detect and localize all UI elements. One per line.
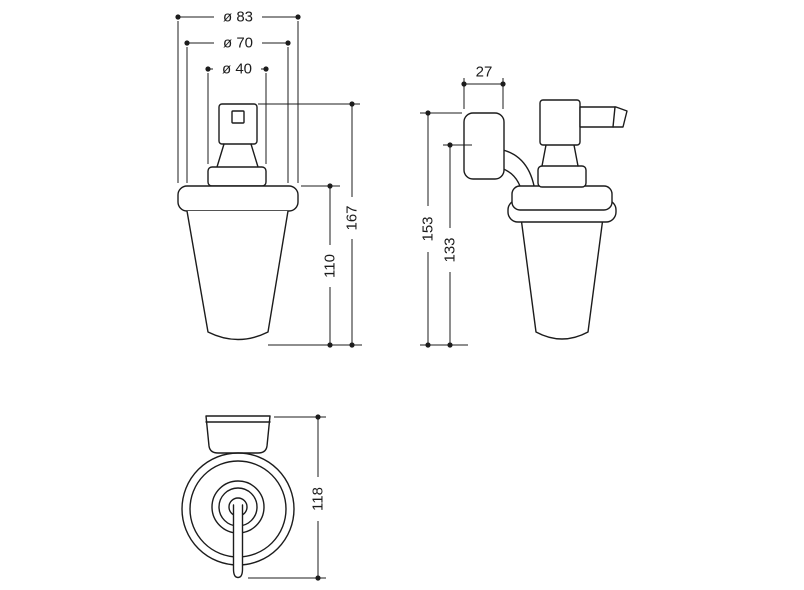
front-view: ø 83 ø 70 ø 40 167	[175, 9, 362, 348]
dim-label-height-118: 118	[310, 487, 327, 511]
bottom-view-object	[181, 415, 295, 579]
pump-nozzle-seam	[612, 106, 616, 128]
side-view: 27 153 133	[420, 64, 628, 348]
dim-label-height-167: 167	[344, 205, 361, 230]
pump-skirt-left	[216, 143, 225, 168]
dim-label-dia-83: ø 83	[223, 9, 253, 26]
pump-head	[218, 103, 258, 145]
bottom-view: 118	[181, 414, 327, 581]
pump-skirt-right	[250, 143, 259, 168]
pump-nozzle	[579, 106, 628, 128]
container-lid	[177, 185, 299, 212]
dim-label-height-133: 133	[442, 237, 459, 262]
mounting-plate-top	[205, 415, 271, 454]
pump-head-hole	[231, 110, 245, 124]
dim-label-dia-40: ø 40	[222, 61, 252, 78]
dim-label-height-110: 110	[322, 254, 339, 278]
pump-head-side	[539, 99, 581, 146]
dim-label-depth-27: 27	[476, 64, 493, 81]
front-view-object	[177, 103, 299, 341]
front-view-dimensions: ø 83 ø 70 ø 40 167	[175, 9, 362, 348]
dim-label-height-153: 153	[420, 216, 437, 241]
wall-bracket	[463, 112, 505, 180]
bottom-view-dimensions: 118	[248, 414, 327, 581]
spout-lever	[232, 504, 244, 579]
dim-label-dia-70: ø 70	[223, 35, 253, 52]
container-lid-side	[511, 185, 613, 211]
pump-stem-left	[541, 144, 547, 167]
pump-stem-right	[573, 144, 579, 167]
spout-lever-mask	[233, 505, 243, 578]
pump-flange-side	[537, 165, 587, 188]
container-body	[186, 210, 289, 341]
container-body-side	[519, 209, 605, 340]
side-view-object	[463, 99, 628, 340]
side-view-dimensions: 27 153 133	[420, 64, 506, 348]
pump-flange	[207, 166, 267, 187]
